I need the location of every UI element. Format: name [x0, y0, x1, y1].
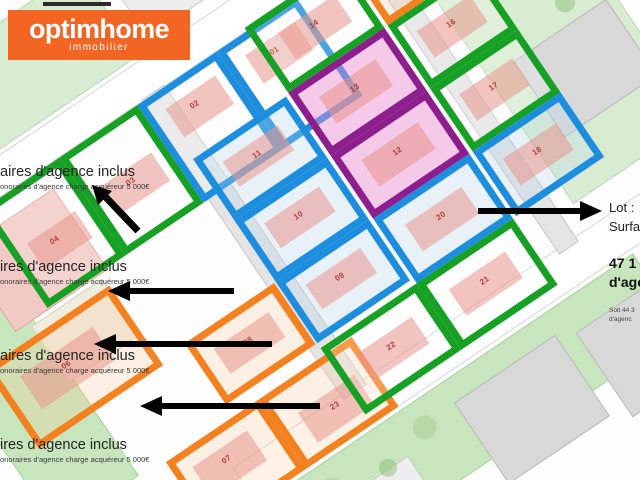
logo-tagline: immobilier — [69, 42, 129, 53]
optimhome-logo: optimhome immobilier — [8, 10, 190, 60]
price-line-1: 47 1 — [609, 255, 637, 271]
callout-2: ires d'agence inclus onoraires d'agence … — [0, 259, 149, 287]
fee-note-line-1: Soit 44 3 — [609, 307, 635, 314]
callout-title: aires d'agence inclus — [0, 164, 135, 180]
lot-building — [416, 0, 488, 58]
callout-subtitle: onoraires d'agence charge acquéreur 5 00… — [0, 277, 150, 286]
fee-note-line-2: d'agenc — [609, 316, 632, 323]
logo-top-bar — [43, 2, 111, 6]
callout-4: ires d'agence inclus onoraires d'agence … — [0, 437, 149, 465]
callout-3: aires d'agence inclus onoraires d'agence… — [0, 348, 149, 376]
callout-subtitle: onoraires d'agence charge acquéreur 5 00… — [0, 455, 150, 464]
pointer-arrow-4 — [140, 395, 320, 417]
logo-name: optimhome — [28, 14, 170, 44]
callout-title: aires d'agence inclus — [0, 348, 135, 364]
callout-subtitle: onoraires d'agence charge acquéreur 5 00… — [0, 182, 150, 191]
lot-label: Lot : — [609, 200, 635, 215]
pointer-arrow-1 — [92, 185, 152, 245]
price-line-2: d'age — [609, 274, 640, 290]
lot-building — [278, 0, 353, 60]
callout-title: ires d'agence inclus — [0, 259, 127, 275]
pointer-arrow-3 — [94, 333, 272, 355]
pointer-arrow-2 — [108, 280, 234, 302]
callout-1: aires d'agence inclus onoraires d'agence… — [0, 164, 149, 192]
surface-label: Surfa — [609, 219, 640, 234]
callout-subtitle: onoraires d'agence charge acquéreur 5 00… — [0, 366, 150, 375]
right-info-panel: Lot : Surfa 47 1 d'age Soit 44 3 d'agenc — [609, 198, 640, 324]
callout-title: ires d'agence inclus — [0, 437, 127, 453]
pointer-arrow-5 — [478, 200, 602, 222]
